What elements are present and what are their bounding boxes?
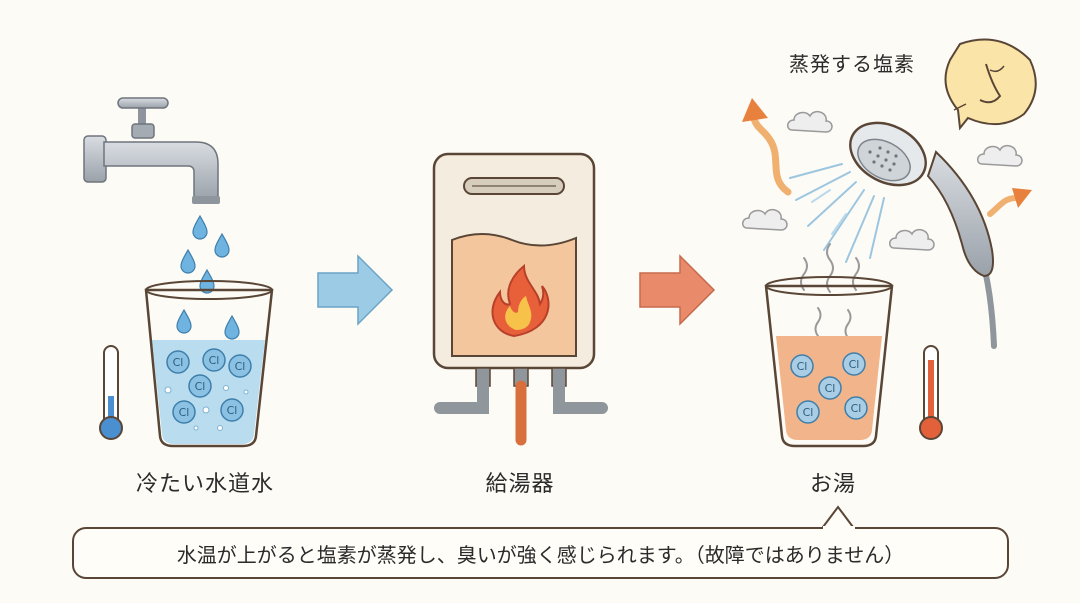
label-evaporating-chlorine: 蒸発する塩素 — [789, 52, 915, 76]
evaporation-arrows — [742, 98, 1032, 217]
hot-water-glass: Cl Cl Cl Cl Cl — [764, 276, 894, 448]
chlorine-molecule: Cl — [220, 398, 244, 422]
cold-water-glass: Cl Cl Cl Cl Cl Cl — [144, 280, 274, 448]
shower-head-icon — [849, 121, 997, 349]
caption-text: 水温が上がると塩素が蒸発し、臭いが強く感じられます。（故障ではありません） — [176, 542, 905, 567]
chlorine-molecule: Cl — [202, 348, 226, 372]
svg-text:Cl: Cl — [825, 382, 836, 395]
faucet-icon — [83, 97, 220, 204]
svg-text:Cl: Cl — [803, 406, 814, 419]
svg-text:Cl: Cl — [209, 354, 220, 367]
chlorine-molecule: Cl — [844, 396, 868, 420]
chlorine-molecule: Cl — [188, 374, 212, 398]
svg-text:Cl: Cl — [173, 356, 184, 369]
chlorine-molecule: Cl — [228, 354, 252, 378]
nose-icon — [944, 38, 1037, 131]
chlorine-molecules-hot: Cl Cl Cl Cl Cl — [790, 352, 868, 424]
bubbles — [164, 385, 249, 431]
flame-icon — [491, 263, 550, 338]
label-cold-water: 冷たい水道水 — [135, 472, 274, 497]
chlorine-molecule: Cl — [166, 350, 190, 374]
caption-pointer — [819, 505, 857, 532]
falling-water-drops — [176, 215, 240, 340]
water-heater-icon — [432, 152, 596, 387]
hot-thermometer-icon — [919, 345, 943, 440]
flow-arrow-to-heater — [317, 254, 394, 326]
svg-text:Cl: Cl — [179, 406, 190, 419]
shower-spray — [789, 163, 885, 263]
chlorine-molecule: Cl — [796, 400, 820, 424]
chlorine-molecules-cold: Cl Cl Cl Cl Cl Cl — [166, 348, 252, 424]
cold-thermometer-icon — [99, 345, 123, 440]
label-water-heater: 給湯器 — [485, 472, 555, 497]
svg-text:Cl: Cl — [851, 402, 862, 415]
caption-box: 水温が上がると塩素が蒸発し、臭いが強く感じられます。（故障ではありません） — [72, 527, 1009, 579]
svg-text:Cl: Cl — [227, 404, 238, 417]
steam-wisps — [800, 243, 860, 339]
heater-pipes — [434, 380, 608, 446]
svg-text:Cl: Cl — [849, 358, 860, 371]
svg-text:Cl: Cl — [195, 380, 206, 393]
chlorine-molecule: Cl — [818, 376, 842, 400]
svg-text:Cl: Cl — [797, 360, 808, 373]
chlorine-molecule: Cl — [172, 400, 196, 424]
flow-arrow-to-hot-water — [639, 254, 716, 326]
chlorine-molecule: Cl — [790, 354, 814, 378]
caption-pointer-cover — [823, 526, 855, 534]
chlorine-molecule: Cl — [842, 352, 866, 376]
svg-text:Cl: Cl — [235, 360, 246, 373]
label-hot-water: お湯 — [809, 472, 856, 497]
